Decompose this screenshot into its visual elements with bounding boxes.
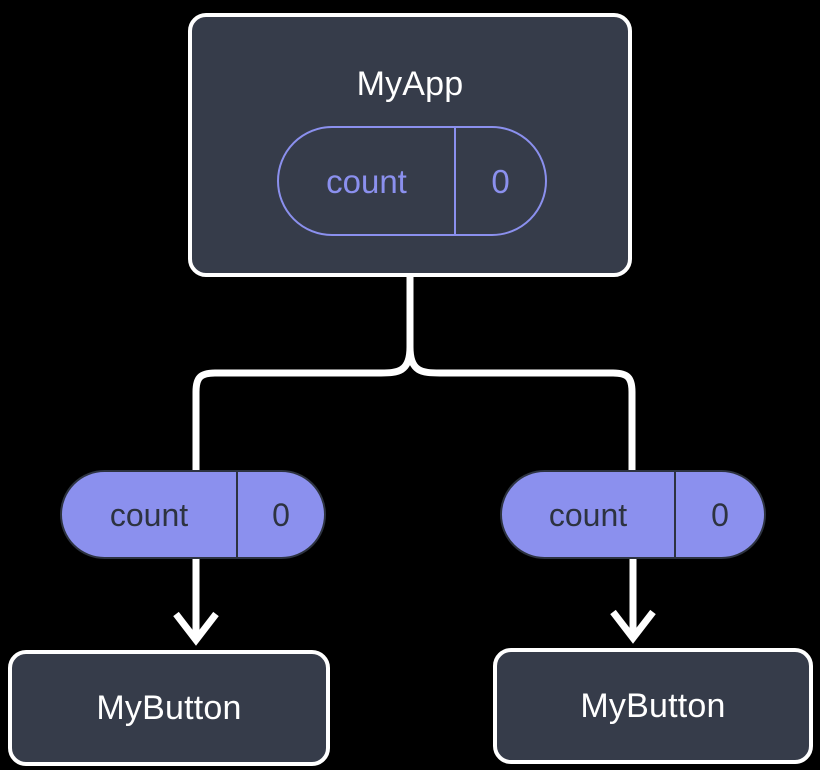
state-pill-root[interactable]: count 0 bbox=[277, 126, 547, 236]
prop-pill-right-key: count bbox=[548, 496, 628, 533]
arrow-head-left bbox=[173, 611, 219, 646]
prop-pill-left-value: 0 bbox=[236, 472, 324, 557]
state-pill-root-value: 0 bbox=[454, 128, 545, 234]
component-title-right-child: MyButton bbox=[580, 687, 726, 725]
arrow-head-right bbox=[610, 609, 656, 644]
component-box-right-child[interactable]: MyButton bbox=[493, 648, 813, 764]
fork-branch-left bbox=[192, 346, 414, 474]
component-title-left-child: MyButton bbox=[96, 689, 242, 727]
fork-branch-right bbox=[406, 346, 636, 474]
prop-pill-right[interactable]: count 0 bbox=[500, 470, 766, 559]
component-box-left-child[interactable]: MyButton bbox=[8, 650, 330, 766]
prop-pill-left-key: count bbox=[109, 496, 189, 533]
component-title-root: MyApp bbox=[356, 65, 464, 103]
prop-pill-right-value: 0 bbox=[674, 472, 764, 557]
state-pill-root-key: count bbox=[326, 162, 407, 200]
prop-pill-left[interactable]: count 0 bbox=[60, 470, 326, 559]
